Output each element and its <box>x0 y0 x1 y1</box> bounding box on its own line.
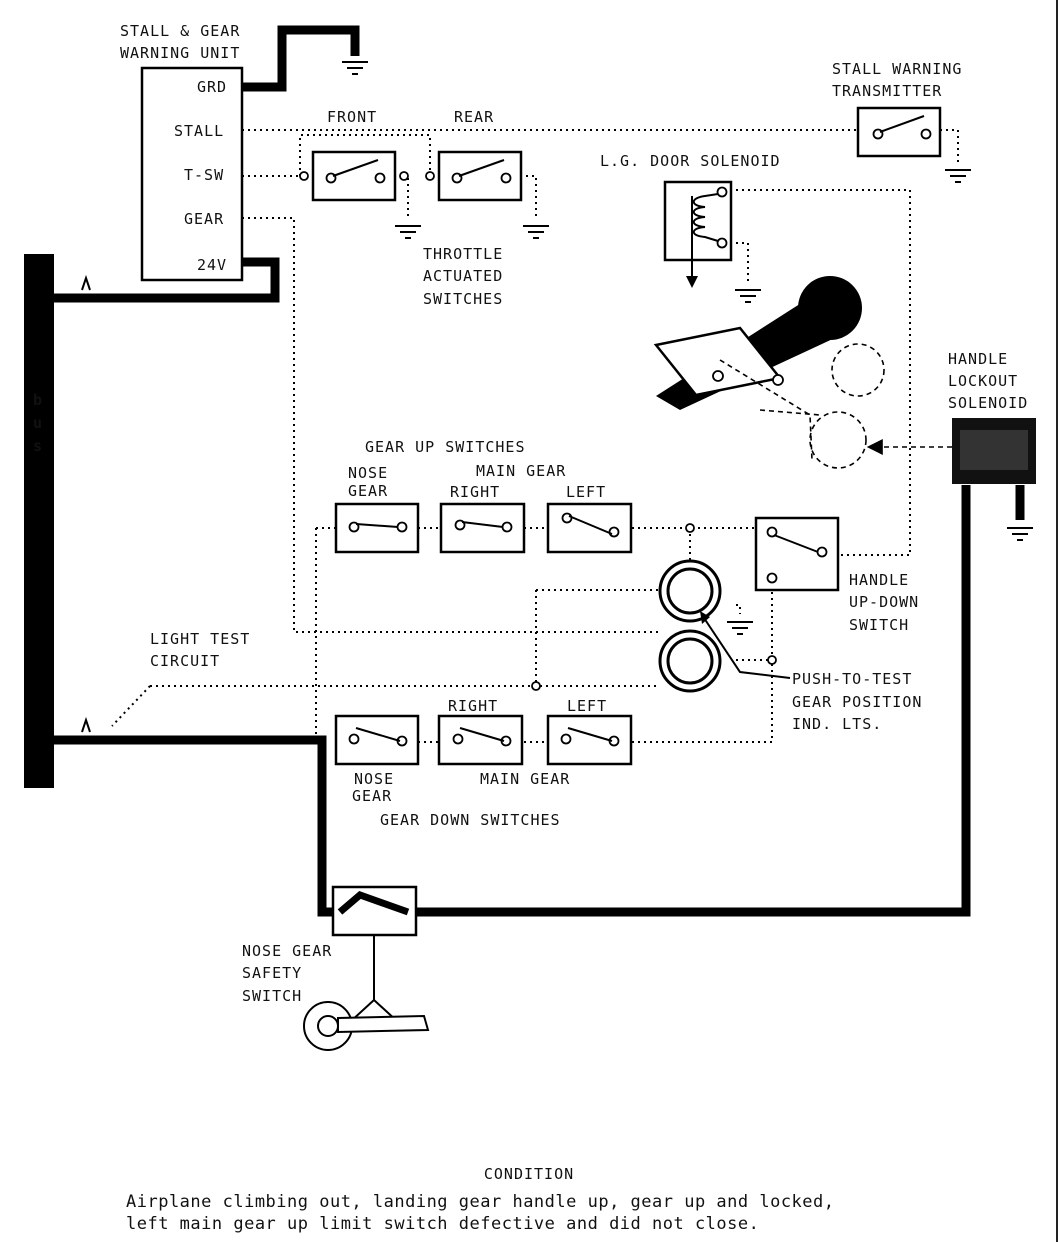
front-switch-label: FRONT <box>327 108 377 126</box>
right-down-label: RIGHT <box>448 697 498 715</box>
throttle-switches-caption: THROTTLE ACTUATED SWITCHES <box>423 245 503 308</box>
terminal-gear-label: GEAR <box>184 210 224 228</box>
main-gear-up-label: MAIN GEAR <box>476 462 566 480</box>
light-test-circuit-label: LIGHT TEST CIRCUIT <box>150 630 250 670</box>
terminal-stall-label: STALL <box>174 122 224 140</box>
ground-symbol-light <box>726 621 754 635</box>
handle-up-down-switch: HANDLE UP-DOWN SWITCH <box>754 516 919 634</box>
gear-up-switches: GEAR UP SWITCHES NOSE GEAR MAIN GEAR RIG… <box>334 438 695 554</box>
page-frame-edge <box>1056 0 1058 1242</box>
ground-symbol-transmitter <box>944 169 972 183</box>
unit-title-line1: STALL & GEAR <box>120 22 240 40</box>
power-wiring <box>54 25 1025 917</box>
left-up-label: LEFT <box>566 483 606 501</box>
nose-gear-up-label-line1: NOSE <box>348 464 388 482</box>
nose-safety-label-line1: NOSE GEAR <box>242 942 332 960</box>
stall-transmitter-line2: TRANSMITTER <box>832 82 942 100</box>
stall-warning-transmitter: STALL WARNING TRANSMITTER <box>832 60 962 158</box>
push-to-test-line3: IND. LTS. <box>792 715 882 733</box>
gear-down-light[interactable] <box>658 629 722 693</box>
terminal-grd-label: GRD <box>197 78 227 96</box>
nose-safety-label-line2: SAFETY <box>242 964 302 982</box>
condition-line-2: left main gear up limit switch defective… <box>126 1214 760 1234</box>
condition-text: Airplane climbing out, landing gear hand… <box>126 1191 1058 1235</box>
lg-door-solenoid: L.G. DOOR SOLENOID <box>600 152 781 288</box>
gear-down-switches: RIGHT LEFT NOSE GEAR MAIN GEAR GEAR DOWN… <box>334 697 633 829</box>
nose-safety-label-line3: SWITCH <box>242 987 302 1005</box>
terminal-24v-label: 24V <box>197 256 227 274</box>
bus-letter-u: u <box>33 414 43 432</box>
left-main-gear-up-switch <box>546 502 633 554</box>
main-gear-down-label: MAIN GEAR <box>480 770 570 788</box>
nose-gear-down-label-line1: NOSE <box>354 770 394 788</box>
terminal-tsw-label: T-SW <box>184 166 224 184</box>
handle-lockout-solenoid: HANDLE LOCKOUT SOLENOID <box>866 350 1036 484</box>
push-to-test-line1: PUSH-TO-TEST <box>792 670 912 688</box>
throttle-caption-line1: THROTTLE <box>423 245 503 263</box>
stall-gear-warning-unit: STALL & GEAR WARNING UNIT GRD STALL T-SW… <box>120 22 244 282</box>
left-down-label: LEFT <box>567 697 607 715</box>
throttle-caption-line3: SWITCHES <box>423 290 503 308</box>
left-main-gear-down-switch <box>546 714 633 766</box>
lockout-label-line2: LOCKOUT <box>948 372 1018 390</box>
light-test-line2: CIRCUIT <box>150 652 220 670</box>
ground-symbol-unit <box>341 61 369 75</box>
updown-label-line2: UP-DOWN <box>849 593 919 611</box>
condition-block: CONDITION Airplane climbing out, landing… <box>0 1165 1058 1235</box>
nose-gear-up-switch <box>334 502 420 554</box>
nose-gear-safety-switch: NOSE GEAR SAFETY SWITCH <box>242 885 430 1051</box>
right-main-gear-down-switch <box>437 714 524 766</box>
throttle-caption-line2: ACTUATED <box>423 267 503 285</box>
gear-up-switches-label: GEAR UP SWITCHES <box>365 438 526 456</box>
bus-bar: b u s <box>24 254 54 788</box>
bus-letter-s: s <box>33 437 43 455</box>
lg-door-solenoid-label: L.G. DOOR SOLENOID <box>600 152 781 170</box>
nose-gear-up-label-line2: GEAR <box>348 482 388 500</box>
condition-title: CONDITION <box>483 1165 575 1183</box>
ground-symbol-door <box>734 289 762 303</box>
right-up-label: RIGHT <box>450 483 500 501</box>
signal-wiring <box>111 129 959 743</box>
right-main-gear-up-switch <box>439 502 526 554</box>
nose-gear-down-label-line2: GEAR <box>352 787 392 805</box>
unit-title-line2: WARNING UNIT <box>120 44 240 62</box>
push-to-test-line2: GEAR POSITION <box>792 693 922 711</box>
condition-line-1: Airplane climbing out, landing gear hand… <box>126 1192 835 1212</box>
gear-up-light[interactable] <box>658 559 722 623</box>
lockout-label-line3: SOLENOID <box>948 394 1028 412</box>
gear-handle-mechanism <box>653 276 885 469</box>
updown-label-line1: HANDLE <box>849 571 909 589</box>
bus-taps <box>81 274 91 733</box>
lockout-label-line1: HANDLE <box>948 350 1008 368</box>
light-test-line1: LIGHT TEST <box>150 630 250 648</box>
nose-gear-down-switch <box>334 714 420 766</box>
ground-symbol-rear <box>522 225 550 239</box>
gear-down-switches-label: GEAR DOWN SWITCHES <box>380 811 561 829</box>
bus-letter-b: b <box>33 391 43 409</box>
ground-symbol-lockout <box>1006 527 1034 541</box>
rear-switch-label: REAR <box>454 108 494 126</box>
throttle-switch-rear: REAR <box>425 108 523 202</box>
ground-symbol-front <box>394 225 422 239</box>
stall-transmitter-line1: STALL WARNING <box>832 60 962 78</box>
gear-position-lights: PUSH-TO-TEST GEAR POSITION IND. LTS. <box>531 559 922 733</box>
throttle-switch-front: FRONT <box>299 108 409 202</box>
updown-label-line3: SWITCH <box>849 616 909 634</box>
